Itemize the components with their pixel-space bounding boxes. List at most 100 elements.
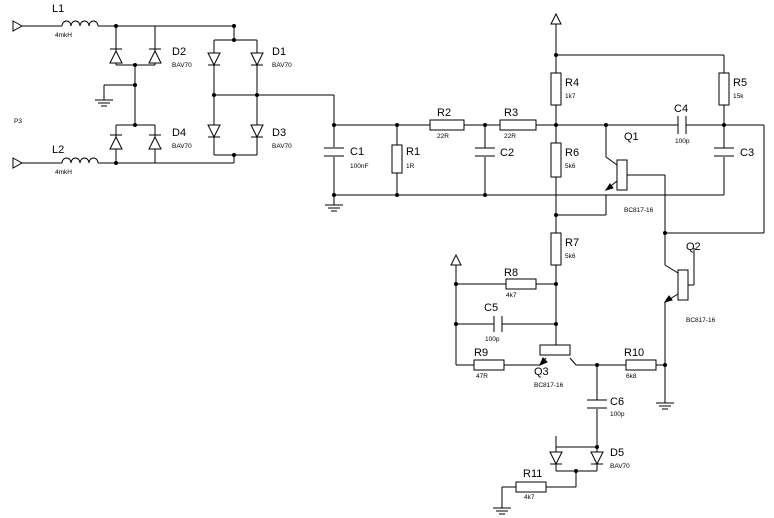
l2-ref: L2 [52, 144, 64, 156]
r11-ref: R11 [523, 468, 542, 480]
q2-ref: Q2 [686, 241, 701, 253]
junction-dot [554, 213, 558, 217]
junction-dot [232, 38, 236, 42]
r4-value: 1k7 [565, 93, 576, 100]
r5-ref: R5 [733, 77, 747, 89]
r6-value: 5k6 [565, 163, 576, 170]
ground-icon [325, 204, 343, 212]
resistor-r11 [515, 481, 547, 493]
junction-dot [574, 469, 578, 473]
ground-icon [656, 402, 674, 410]
l2-value: 4mkH [55, 169, 72, 176]
resistor-r3 [499, 119, 537, 131]
junction-dot [595, 363, 599, 367]
c4-value: 100p [675, 138, 690, 145]
resistor-r8 [505, 278, 537, 290]
junction-dot [554, 53, 558, 57]
resistor-r7 [550, 232, 562, 266]
d5-ref: D5 [610, 447, 624, 459]
transistor-q1 [604, 159, 628, 191]
junction-dot [114, 24, 118, 28]
junction-dot [483, 193, 487, 197]
input-port-l2 [12, 157, 24, 169]
r3-ref: R3 [504, 107, 518, 119]
c1-ref: C1 [350, 146, 364, 158]
d4-value: BAV70 [172, 143, 192, 150]
resistor-r9 [473, 359, 505, 371]
c1-value: 100nF [350, 163, 368, 170]
c6-value: 100p [610, 411, 625, 418]
r2-ref: R2 [437, 107, 451, 119]
l1-value: 4mkH [55, 32, 72, 39]
r4-ref: R4 [565, 77, 579, 89]
r9-ref: R9 [474, 347, 488, 359]
junction-dot [454, 322, 458, 326]
junction-dot [133, 123, 137, 127]
c3-ref: C3 [740, 147, 754, 159]
d1-value: BAV70 [272, 62, 292, 69]
junction-dot [554, 282, 558, 286]
junction-dot [554, 123, 558, 127]
ground-icon [95, 99, 113, 107]
vcc-arrow-icon [450, 253, 462, 266]
r2-value: 22R [437, 133, 449, 140]
vcc-arrow-icon [550, 12, 562, 30]
junction-dot [114, 161, 118, 165]
r11-value: 4k7 [524, 494, 535, 501]
port-label: P3 [14, 118, 22, 125]
d5-value: BAV70 [610, 463, 630, 470]
junction-dot [395, 193, 399, 197]
wires [22, 25, 765, 508]
inductor-l2 [61, 157, 99, 164]
resistor-r4 [550, 72, 562, 106]
diode-d1 [207, 52, 264, 69]
q3-ref: Q3 [534, 366, 549, 378]
r6-ref: R6 [565, 147, 579, 159]
r1-value: 1R [406, 163, 415, 170]
d3-value: BAV70 [272, 143, 292, 150]
r8-ref: R8 [504, 267, 518, 279]
r10-value: 6k8 [626, 373, 637, 380]
c4-ref: C4 [674, 103, 688, 115]
junction-dot [483, 123, 487, 127]
r9-value: 47R [476, 373, 488, 380]
r7-value: 5k6 [565, 253, 576, 260]
diode-d4 [109, 131, 162, 150]
capacitor-c6 [587, 399, 607, 409]
r10-ref: R10 [624, 347, 644, 359]
junctions [114, 24, 726, 473]
c5-value: 100p [485, 336, 500, 343]
d2-ref: D2 [172, 46, 186, 58]
junction-dot [232, 153, 236, 157]
r1-ref: R1 [406, 146, 420, 158]
r5-value: 15k [733, 93, 744, 100]
junction-dot [454, 282, 458, 286]
capacitor-c1 [324, 147, 344, 157]
d1-ref: D1 [272, 46, 286, 58]
transistor-q3 [539, 344, 571, 366]
junction-dot [232, 24, 236, 28]
junction-dot [255, 93, 259, 97]
c6-ref: C6 [610, 396, 624, 408]
resistor-r2 [429, 119, 465, 131]
diode-d3 [207, 124, 264, 141]
junction-dot [663, 363, 667, 367]
junction-dot [212, 93, 216, 97]
capacitor-c5 [493, 316, 503, 332]
q2-value: BC817-16 [686, 317, 716, 324]
junction-dot [133, 63, 137, 67]
capacitor-c3 [714, 147, 734, 157]
inductor-l1 [61, 20, 99, 27]
diode-d5 [549, 436, 604, 468]
junction-dot [595, 445, 599, 449]
q1-value: BC817-16 [624, 207, 654, 214]
junction-dot [332, 193, 336, 197]
transistor-q2 [663, 269, 689, 303]
resistor-r5 [718, 72, 730, 106]
junction-dot [332, 123, 336, 127]
capacitor-c4 [672, 116, 692, 134]
c5-ref: C5 [484, 302, 498, 314]
resistor-r10 [625, 359, 657, 371]
r8-value: 4k7 [506, 292, 517, 299]
